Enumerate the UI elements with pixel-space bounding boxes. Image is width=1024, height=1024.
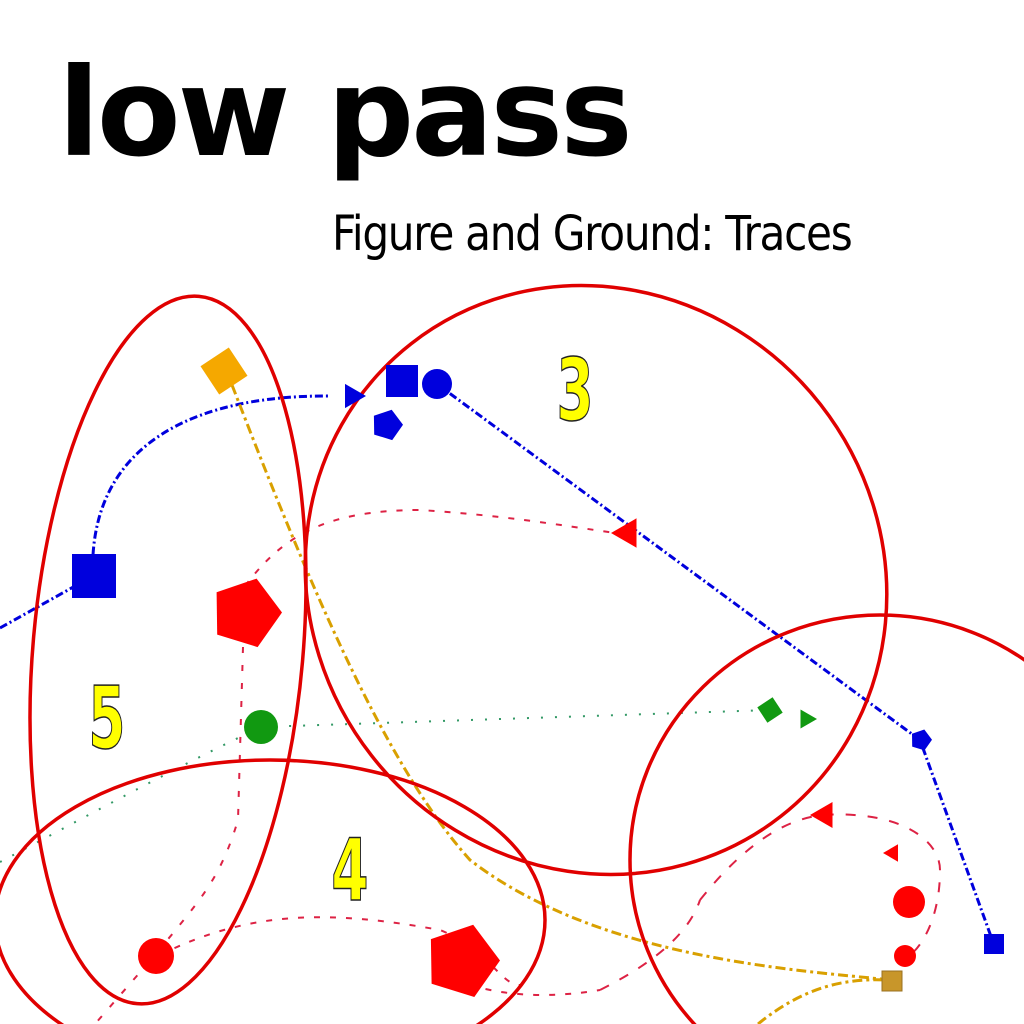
trace-orange-diagonal — [230, 384, 891, 982]
red-triangle-mid-marker-icon — [611, 518, 637, 548]
green-triangle-marker-icon — [800, 709, 817, 729]
orange-diamond-marker-icon — [200, 347, 248, 395]
blue-pentagon-right-marker-icon — [912, 729, 932, 751]
trace-red-vertical — [94, 646, 244, 1024]
red-pentagon-left-marker-icon — [216, 578, 282, 648]
blue-pentagon-top-marker-icon — [373, 409, 403, 441]
region-label-3: 3 — [556, 341, 593, 441]
trace-red-right-arc — [699, 813, 942, 959]
blue-square-top-marker-icon — [386, 365, 418, 397]
trace-red-lower — [159, 916, 521, 986]
red-circle-large-marker-icon — [893, 886, 925, 918]
trace-red-far-bottom — [469, 984, 601, 996]
red-pentagon-bottom-marker-icon — [430, 924, 500, 997]
trace-blue-diagonal — [436, 382, 995, 943]
blue-triangle-arrow-marker-icon — [345, 383, 366, 409]
blue-square-left-marker-icon — [72, 554, 116, 598]
green-circle-marker-icon — [244, 710, 278, 744]
ellipse-left-tall — [28, 294, 308, 1006]
album-subtitle: Figure and Ground: Traces — [332, 206, 853, 262]
region-labels: 3 5 4 — [88, 340, 594, 921]
ellipse-bottom-left — [0, 758, 547, 1024]
red-triangle-right-large-marker-icon — [810, 802, 833, 828]
traces-layer — [0, 382, 995, 1024]
ellipse-top-center — [303, 283, 889, 877]
region-label-5: 5 — [88, 669, 125, 769]
ellipse-bottom-right — [628, 613, 1024, 1024]
trace-orange-lower — [757, 978, 886, 1024]
gold-square-marker-icon — [881, 970, 903, 992]
markers-layer — [72, 347, 1004, 997]
red-circle-small-marker-icon — [894, 945, 916, 967]
trace-blue-upper — [0, 394, 331, 630]
red-triangle-right-small-marker-icon — [883, 844, 898, 862]
ellipses-layer — [0, 283, 1024, 1024]
album-title: low pass — [58, 42, 633, 184]
blue-circle-top-marker-icon — [422, 369, 452, 399]
blue-square-bottom-right-marker-icon — [984, 934, 1004, 954]
red-circle-bottom-left-marker-icon — [138, 938, 174, 974]
green-diamond-marker-icon — [757, 697, 783, 723]
trace-red-upper — [244, 508, 616, 587]
region-label-4: 4 — [331, 821, 368, 921]
trace-red-bottom-right — [599, 899, 701, 991]
